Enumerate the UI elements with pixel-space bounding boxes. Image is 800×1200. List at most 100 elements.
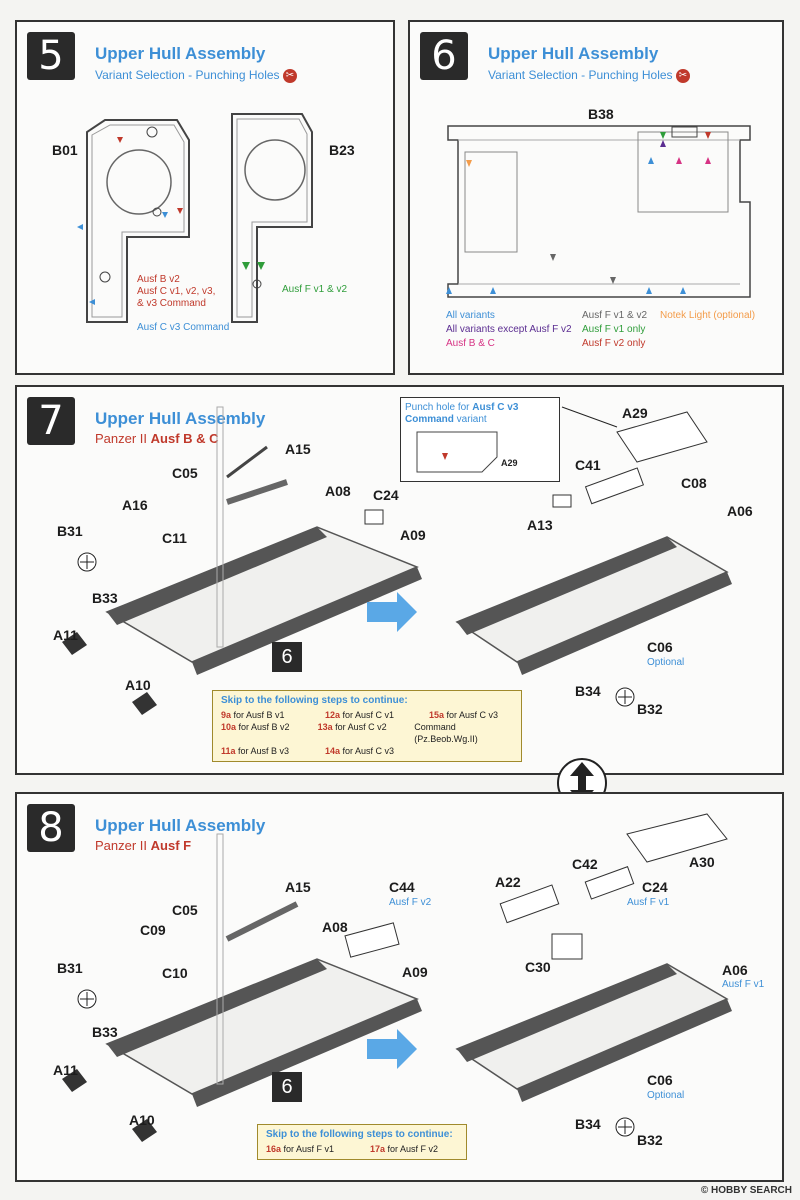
part-label-a10: A10 — [129, 1112, 155, 1128]
subtitle-prefix: Panzer II — [95, 431, 151, 446]
step-title: Upper Hull Assembly — [95, 816, 266, 835]
skip-item: 11a for Ausf B v3 — [221, 746, 290, 756]
legend-all-except-f2: All variants except Ausf F v2 — [446, 324, 572, 335]
part-label-c41: C41 — [575, 457, 601, 473]
part-label-b38: B38 — [588, 106, 614, 122]
punch-note-suffix: variant — [453, 414, 487, 425]
step-subtitle: Variant Selection - Punching Holes ✂ — [488, 68, 690, 83]
part-label-c06: C06 — [647, 1072, 673, 1088]
part-label-c06: C06 — [647, 639, 673, 655]
step-7-drawing — [62, 406, 732, 715]
subtitle-variant: Ausf F — [150, 838, 192, 853]
part-label-a22: A22 — [495, 874, 521, 890]
step-title: Upper Hull Assembly — [95, 44, 266, 63]
skip-item: 12a for Ausf C v1 — [325, 710, 395, 720]
legend-all-variants: All variants — [446, 310, 495, 321]
skip-item: 10a for Ausf B v2 — [221, 722, 290, 732]
skip-item: 14a for Ausf C v3 — [325, 746, 395, 756]
c06-optional-note: Optional — [647, 1090, 685, 1101]
legend-ausf-f: Ausf F v1 & v2 — [282, 284, 348, 295]
step-number: 7 — [27, 397, 75, 445]
legend-ausf-c-v1-v2-v3: Ausf C v1, v2, v3, — [137, 286, 216, 297]
step-5-panel: 5 Upper Hull Assembly Variant Selection … — [15, 20, 395, 375]
punch-note-command: Command — [405, 414, 454, 425]
punch-part-label: A29 — [501, 458, 518, 468]
skip-steps-box: Skip to the following steps to continue:… — [257, 1124, 467, 1160]
c06-optional-note: Optional — [647, 657, 685, 668]
skip-item: 9a for Ausf B v1 — [221, 710, 285, 720]
a06-variant-note: Ausf F v1 — [722, 979, 765, 990]
part-label-a09: A09 — [400, 527, 426, 543]
part-label-a13: A13 — [527, 517, 553, 533]
mini-step-6-badge: 6 — [272, 1072, 302, 1102]
skip-row: 9a for Ausf B v1 12a for Ausf C v1 15a f… — [221, 709, 513, 721]
skip-heading: Skip to the following steps to continue: — [266, 1129, 453, 1140]
c44-variant-note: Ausf F v2 — [389, 897, 432, 908]
punch-warning-icon: ✂ — [282, 68, 297, 83]
part-label-b32: B32 — [637, 1132, 663, 1148]
part-label-a29: A29 — [622, 405, 648, 421]
part-label-b33: B33 — [92, 590, 118, 606]
part-label-c10: C10 — [162, 965, 188, 981]
step-number: 8 — [27, 804, 75, 852]
part-label-c09: C09 — [140, 922, 166, 938]
part-label-c05: C05 — [172, 902, 198, 918]
watermark-footer: © HOBBY SEARCH — [700, 1185, 792, 1196]
part-label-a15: A15 — [285, 441, 311, 457]
subtitle-text: Variant Selection - Punching Holes — [95, 68, 280, 82]
part-label-c11: C11 — [162, 530, 187, 546]
part-label-a10: A10 — [125, 677, 151, 693]
step-number: 5 — [27, 32, 75, 80]
part-label-c05: C05 — [172, 465, 198, 481]
part-label-a06: A06 — [727, 503, 753, 519]
mini-step-6-badge: 6 — [272, 642, 302, 672]
skip-row: 16a for Ausf F v1 17a for Ausf F v2 — [266, 1143, 458, 1155]
legend-notek-light: Notek Light (optional) — [660, 310, 756, 321]
part-label-a16: A16 — [122, 497, 148, 513]
subtitle-prefix: Panzer II — [95, 838, 151, 853]
part-label-b34: B34 — [575, 1116, 601, 1132]
legend-ausf-b-v2: Ausf B v2 — [137, 274, 180, 285]
part-label-c24: C24 — [642, 879, 668, 895]
skip-item: Command (Pz.Beob.Wg.II) — [414, 722, 478, 744]
punch-note-box: Punch hole for Ausf C v3 Command variant… — [400, 397, 560, 482]
step-subtitle: Panzer II Ausf F — [95, 838, 191, 853]
part-label-b31: B31 — [57, 960, 83, 976]
punch-note-variant: Ausf C v3 — [472, 402, 519, 413]
part-label-c08: C08 — [681, 475, 707, 491]
part-label-b23: B23 — [329, 142, 355, 158]
skip-row: 11a for Ausf B v3 14a for Ausf C v3 — [221, 745, 513, 757]
part-label-a09: A09 — [402, 964, 428, 980]
part-label-a11: A11 — [53, 1062, 78, 1078]
part-label-b33: B33 — [92, 1024, 118, 1040]
skip-item: 13a for Ausf C v2 — [317, 722, 387, 732]
part-label-c44: C44 — [389, 879, 415, 895]
subtitle-text: Variant Selection - Punching Holes — [488, 68, 673, 82]
step-5-drawing — [77, 113, 313, 323]
legend-ausf-c-v3-command: Ausf C v3 Command — [137, 322, 230, 333]
part-label-b01: B01 — [52, 142, 78, 158]
skip-row: 10a for Ausf B v2 13a for Ausf C v2 Comm… — [221, 721, 513, 745]
c24-variant-note: Ausf F v1 — [627, 897, 670, 908]
part-label-c42: C42 — [572, 856, 598, 872]
part-label-b32: B32 — [637, 701, 663, 717]
legend-ausf-b-c: Ausf B & C — [446, 338, 495, 349]
skip-steps-box: Skip to the following steps to continue:… — [212, 690, 522, 762]
skip-item: 15a for Ausf C v3 — [429, 710, 499, 720]
part-label-a11: A11 — [53, 627, 78, 643]
step-8-drawing — [62, 813, 732, 1142]
legend-f-v2-only: Ausf F v2 only — [582, 338, 646, 349]
step-6-drawing — [446, 125, 751, 298]
step-number: 6 — [420, 32, 468, 80]
part-label-a08: A08 — [325, 483, 351, 499]
punch-note-text: Punch hole for — [405, 402, 473, 413]
part-label-a30: A30 — [689, 854, 715, 870]
step-title: Upper Hull Assembly — [488, 44, 659, 63]
step-subtitle: Variant Selection - Punching Holes ✂ — [95, 68, 297, 83]
part-label-c24: C24 — [373, 487, 399, 503]
step-8-panel: 8 Upper Hull Assembly Panzer II Ausf F 6… — [15, 792, 784, 1182]
subtitle-variant: Ausf B & C — [150, 431, 219, 446]
legend-v3-command: & v3 Command — [137, 298, 206, 309]
part-label-c30: C30 — [525, 959, 551, 975]
legend-f-v1-only: Ausf F v1 only — [582, 324, 646, 335]
